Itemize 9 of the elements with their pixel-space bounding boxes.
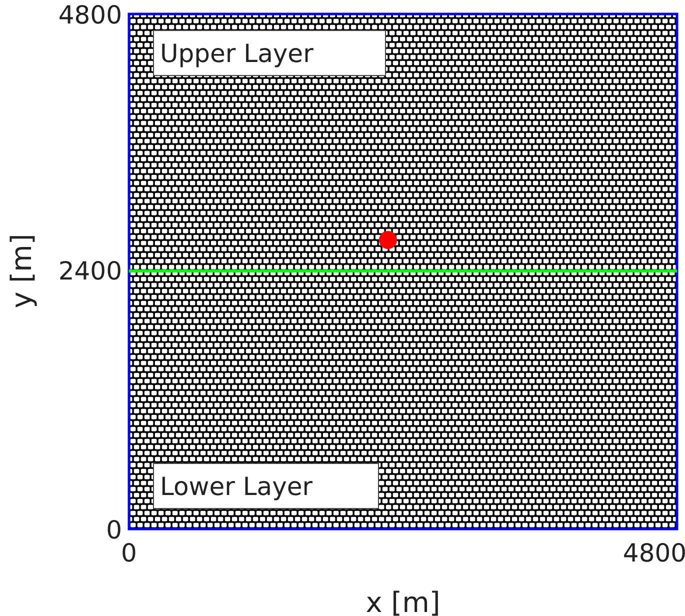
axis-tick-label: 0 [106, 518, 122, 542]
axis-title: y [m] [8, 234, 36, 308]
axis-tick-label: 2400 [58, 258, 122, 284]
axis-tick-label: 4800 [622, 540, 685, 566]
axis-title: x [m] [366, 589, 440, 616]
axis-tick-label: 0 [121, 540, 137, 566]
axis-tick-label: 4800 [58, 2, 122, 28]
layer-label-box: Upper Layer [153, 30, 386, 76]
layer-label-box: Lower Layer [153, 463, 379, 509]
